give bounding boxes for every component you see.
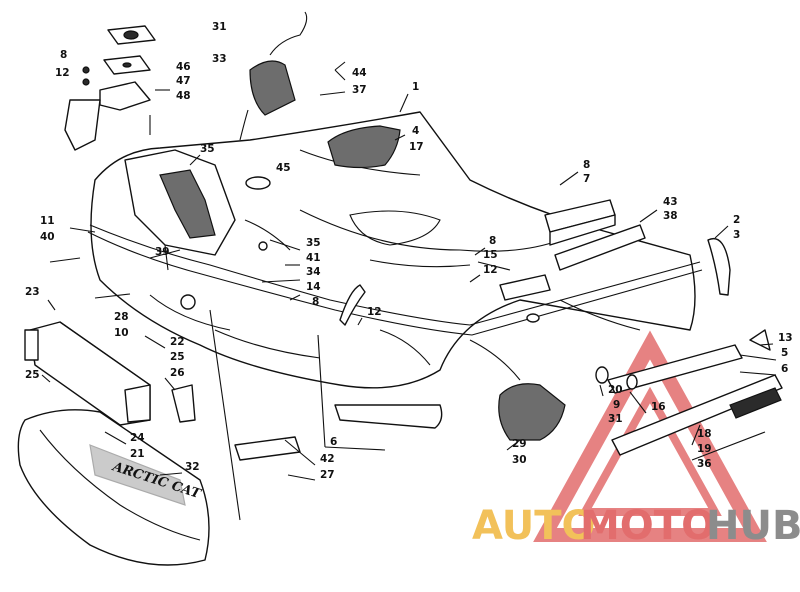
callout-label-12c: 12 [367, 306, 382, 318]
callout-label-16: 16 [651, 401, 666, 413]
callout-label-13: 13 [778, 332, 793, 344]
callout-label-3: 3 [733, 229, 740, 241]
bellows-boot [498, 366, 638, 441]
callout-label-23: 23 [25, 286, 40, 298]
callout-label-1: 1 [412, 81, 419, 93]
callout-label-8d: 8 [312, 296, 319, 308]
callout-label-25b: 25 [25, 369, 40, 381]
center-shield [327, 125, 401, 169]
watermark-auto: AUTO [472, 503, 596, 549]
callout-label-46: 46 [176, 61, 191, 73]
callout-label-35b: 35 [306, 237, 321, 249]
callout-label-31a: 31 [212, 21, 227, 33]
engine-mount-tower [124, 149, 291, 271]
callout-label-19: 19 [697, 443, 712, 455]
callout-label-43: 43 [663, 196, 678, 208]
callout-label-7: 7 [583, 173, 590, 185]
callout-label-8c: 8 [489, 235, 496, 247]
watermark-moto: MOTO [580, 503, 715, 549]
callout-label-12b: 12 [483, 264, 498, 276]
callout-label-31b: 31 [608, 413, 623, 425]
callout-label-4: 4 [412, 125, 419, 137]
callout-label-11: 11 [40, 215, 55, 227]
callout-label-9: 9 [613, 399, 620, 411]
callout-label-27: 27 [320, 469, 335, 481]
washer-22 [180, 294, 196, 310]
watermark-logo-triangle [533, 330, 767, 542]
callout-label-38: 38 [663, 210, 678, 222]
callout-label-5: 5 [781, 347, 788, 359]
callout-label-26: 26 [170, 367, 185, 379]
callout-label-40: 40 [40, 231, 55, 243]
callout-label-39: 39 [155, 246, 170, 258]
callout-label-24: 24 [130, 432, 145, 444]
callout-label-41: 41 [306, 252, 321, 264]
callout-label-33: 33 [212, 53, 227, 65]
callout-label-48: 48 [176, 90, 191, 102]
leader-lines [41, 69, 777, 521]
callout-label-29: 29 [512, 438, 527, 450]
callout-label-37: 37 [352, 84, 367, 96]
callout-label-15: 15 [483, 249, 498, 261]
callout-label-8b: 8 [583, 159, 590, 171]
callout-label-47: 47 [176, 75, 191, 87]
callout-label-34: 34 [306, 266, 321, 278]
callout-label-42: 42 [320, 453, 335, 465]
callout-label-25a: 25 [170, 351, 185, 363]
mounting-plates [64, 25, 156, 151]
watermark-text: AUTO MOTO HUB [472, 503, 800, 549]
bracket-26 [171, 384, 196, 423]
callout-label-8a: 8 [60, 49, 67, 61]
callout-label-32: 32 [185, 461, 200, 473]
callout-label-21: 21 [130, 448, 145, 460]
callout-label-14: 14 [306, 281, 321, 293]
callout-label-17: 17 [409, 141, 424, 153]
callout-label-35a: 35 [200, 143, 215, 155]
nose-cone [17, 409, 210, 566]
callout-label-10: 10 [114, 327, 129, 339]
chassis-body [87, 109, 703, 389]
callout-label-22: 22 [170, 336, 185, 348]
callout-label-30: 30 [512, 454, 527, 466]
callout-label-12a: 12 [55, 67, 70, 79]
callout-label-2: 2 [733, 214, 740, 226]
callout-label-20: 20 [608, 384, 623, 396]
intake-boot [249, 11, 346, 116]
side-rails [499, 199, 783, 456]
watermark-hub: HUB [706, 503, 800, 549]
handle-34 [339, 284, 366, 326]
callout-label-18: 18 [697, 428, 712, 440]
callout-label-44: 44 [352, 67, 367, 79]
skid-plates [234, 404, 443, 461]
grommet-45 [245, 176, 271, 190]
callout-label-45: 45 [276, 162, 291, 174]
callout-label-6b: 6 [330, 436, 337, 448]
callout-label-6a: 6 [781, 363, 788, 375]
callout-label-36: 36 [697, 458, 712, 470]
front-cross-member [24, 321, 151, 426]
callout-label-28: 28 [114, 311, 129, 323]
